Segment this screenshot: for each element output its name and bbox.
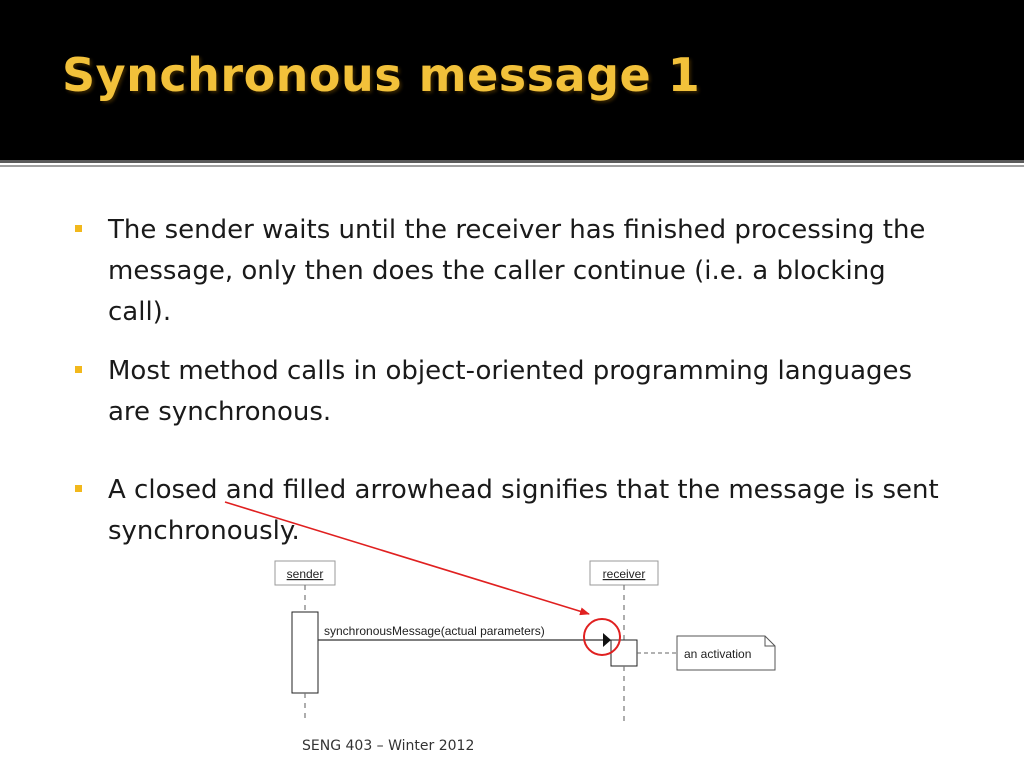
title-band: Synchronous message 1	[0, 0, 1024, 160]
receiver-head	[589, 560, 659, 586]
receiver-label: receiver	[603, 567, 646, 581]
bullet-text: The sender waits until the receiver has …	[108, 215, 926, 327]
annotation-arrow	[224, 501, 590, 616]
note-fold-icon	[764, 636, 775, 647]
title-divider-light	[0, 165, 1024, 167]
bullet-item: Most method calls in object-oriented pro…	[72, 351, 952, 433]
bullet-list: The sender waits until the receiver has …	[72, 210, 952, 552]
sender-head	[274, 560, 336, 586]
title-divider	[0, 160, 1024, 163]
message-label: synchronousMessage(actual parameters)	[324, 624, 545, 638]
bullet-square-icon	[75, 485, 82, 492]
sender-label: sender	[287, 567, 324, 581]
bullet-text: A closed and filled arrowhead signifies …	[108, 475, 939, 546]
bullet-square-icon	[75, 225, 82, 232]
note-label: an activation	[684, 647, 751, 661]
bullet-square-icon	[75, 366, 82, 373]
filled-arrowhead-icon	[603, 633, 611, 647]
annotation-circle	[583, 618, 621, 656]
sender-activation	[291, 611, 319, 694]
bullet-item: A closed and filled arrowhead signifies …	[72, 470, 952, 552]
note-box	[676, 635, 776, 671]
receiver-activation	[610, 639, 638, 667]
bullet-item: The sender waits until the receiver has …	[72, 210, 952, 333]
slide-footer: SENG 403 – Winter 2012	[302, 738, 475, 754]
slide-title: Synchronous message 1	[62, 48, 701, 102]
bullet-text: Most method calls in object-oriented pro…	[108, 356, 913, 427]
